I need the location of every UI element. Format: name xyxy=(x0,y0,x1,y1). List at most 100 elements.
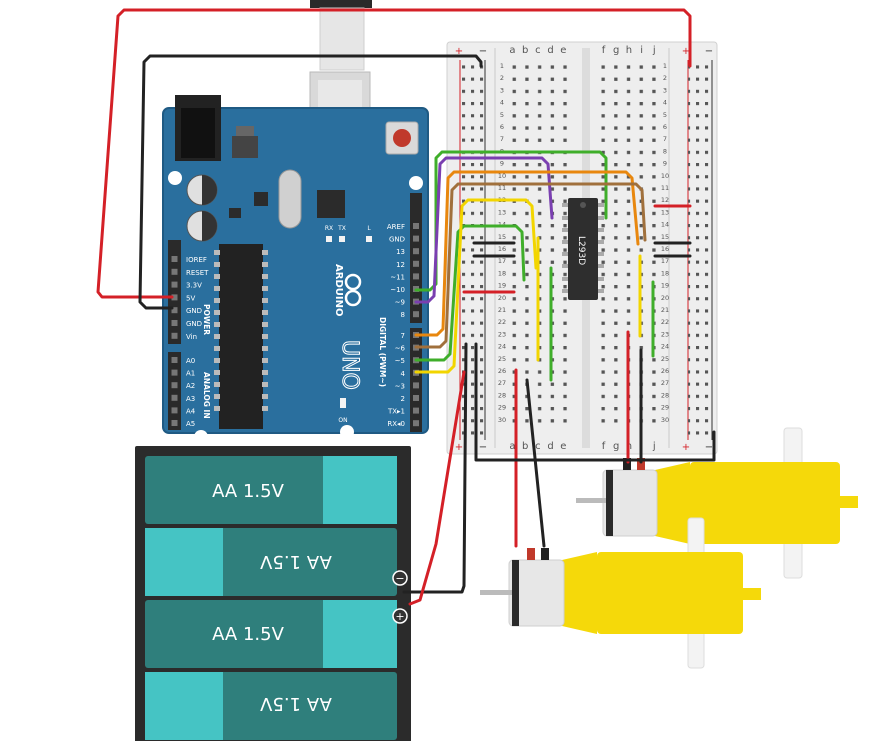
analog-header-pin[interactable] xyxy=(171,394,178,401)
digital-header-bottom-pin[interactable] xyxy=(413,420,419,427)
arduino-logo-text: ARDUINO xyxy=(333,264,344,316)
power-header-pin[interactable] xyxy=(171,307,178,314)
digital-header-top-pin-label: ~9 xyxy=(395,299,405,307)
analog-header-pin-label: A5 xyxy=(186,420,195,428)
digital-header-top-pin[interactable] xyxy=(413,311,419,318)
column-label: i xyxy=(640,45,643,56)
row-label: 30 xyxy=(498,416,506,424)
row-label: 17 xyxy=(498,257,506,265)
battery-plus-label: + xyxy=(395,610,404,623)
row-label: 14 xyxy=(661,221,669,229)
wire-motor2-black xyxy=(525,378,546,548)
row-label: 24 xyxy=(498,343,506,351)
analog-header-pin[interactable] xyxy=(171,420,178,426)
dc-gear-motor-2[interactable] xyxy=(480,517,761,669)
l293d-ic[interactable]: L293D xyxy=(562,198,604,300)
row-label: 16 xyxy=(661,245,669,253)
digital-header-top-pin-label: ~10 xyxy=(390,286,405,294)
digital-header-bottom-pin[interactable] xyxy=(413,407,419,414)
row-label: 27 xyxy=(661,379,669,387)
rail-plus-top-right: + xyxy=(682,46,690,57)
row-label: 10 xyxy=(661,172,669,180)
mounting-hole xyxy=(340,425,354,439)
power-header-pin[interactable] xyxy=(171,332,178,339)
cell-1-label: AA 1.5V xyxy=(212,481,284,502)
power-header-pin[interactable] xyxy=(171,294,178,301)
digital-header-bottom-pin-label: ~5 xyxy=(395,357,405,365)
wire-pin10-green xyxy=(414,150,608,292)
mounting-hole xyxy=(409,176,423,190)
row-label: 18 xyxy=(498,269,506,277)
power-header-pin[interactable] xyxy=(171,281,178,288)
analog-header-pin[interactable] xyxy=(171,369,178,376)
cell-3-label: AA 1.5V xyxy=(212,624,284,645)
digital-header-bottom-pin-label: ~6 xyxy=(395,345,406,353)
digital-header-top-pin[interactable] xyxy=(413,223,419,229)
row-label: 12 xyxy=(661,196,669,204)
digital-header-top-pin-label: 8 xyxy=(401,311,405,319)
digital-header-bottom-pin[interactable] xyxy=(413,382,419,389)
row-label: 26 xyxy=(498,367,506,375)
row-label: 15 xyxy=(498,233,506,241)
row-label: 18 xyxy=(661,269,669,277)
row-label: 13 xyxy=(498,208,506,216)
row-label: 16 xyxy=(498,245,506,253)
analog-header-pin[interactable] xyxy=(171,382,178,389)
digital-header-top-pin[interactable] xyxy=(413,248,419,255)
wire-pin7-orange xyxy=(414,170,640,337)
arduino-uno-board[interactable]: RX TX L ON ARDUINO UNO IOREFRESET3.3V5VG… xyxy=(162,95,429,444)
rail-minus-bottom-left: − xyxy=(479,442,487,453)
digital-header-bottom-pin-label: 7 xyxy=(401,332,405,340)
uno-model-label: UNO xyxy=(337,340,362,390)
wire-battery-plus xyxy=(408,370,466,606)
column-label: d xyxy=(547,45,553,56)
power-header-pin-label: RESET xyxy=(186,269,209,277)
column-label: f xyxy=(602,45,606,56)
analog-header-pin[interactable] xyxy=(171,407,178,414)
dc-gear-motor-1[interactable] xyxy=(576,427,858,579)
column-label: j xyxy=(652,45,656,56)
analog-header xyxy=(168,352,181,430)
analog-header-pin[interactable] xyxy=(171,357,178,363)
rail-minus-top-right: − xyxy=(705,46,713,57)
column-label: a xyxy=(509,45,515,56)
digital-header-top-pin[interactable] xyxy=(413,260,419,267)
wire-pin9-purple xyxy=(414,156,554,304)
digital-header-bottom-pin[interactable] xyxy=(413,395,419,401)
row-label: 3 xyxy=(500,86,504,94)
analog-header-pin-label: A1 xyxy=(186,370,195,378)
digital-header-top-pin[interactable] xyxy=(413,273,419,280)
row-label: 28 xyxy=(661,391,669,399)
wire-pin6-brown xyxy=(414,182,647,349)
row-label: 25 xyxy=(498,355,506,363)
power-header-pin[interactable] xyxy=(171,320,178,326)
digital-header-top-pin-label: 12 xyxy=(396,261,405,269)
row-label: 27 xyxy=(498,379,506,387)
analog-header-pin-label: A2 xyxy=(186,382,195,390)
analog-header-pin-label: A3 xyxy=(186,395,195,403)
digital-header-bottom-pin-label: RX◂0 xyxy=(387,420,405,428)
row-label: 5 xyxy=(663,111,667,119)
battery-minus-label: − xyxy=(395,572,404,585)
row-label: 7 xyxy=(500,135,504,143)
arduino-logo: ARDUINO UNO xyxy=(333,264,363,390)
power-header-pin[interactable] xyxy=(171,268,178,275)
digital-header-top-pin[interactable] xyxy=(413,235,419,242)
power-section-label: POWER xyxy=(202,304,211,335)
rail-holes-right xyxy=(688,60,714,440)
row-label: 3 xyxy=(663,86,667,94)
row-label: 6 xyxy=(500,123,504,131)
power-header-pin[interactable] xyxy=(171,256,178,262)
row-label: 4 xyxy=(500,99,504,107)
row-label: 22 xyxy=(661,318,669,326)
power-header-pin-label: Vin xyxy=(186,333,197,341)
row-label: 5 xyxy=(500,111,504,119)
row-label: 10 xyxy=(498,172,506,180)
rail-minus-bottom-right: − xyxy=(705,442,713,453)
column-label: e xyxy=(560,441,566,452)
row-label: 15 xyxy=(661,233,669,241)
battery-pack[interactable]: AA 1.5V AA 1.5V AA 1.5V AA 1.5V − + xyxy=(135,446,411,745)
on-led-label: ON xyxy=(338,417,347,424)
cell-2-label: AA 1.5V xyxy=(259,551,331,572)
row-label: 24 xyxy=(661,343,669,351)
